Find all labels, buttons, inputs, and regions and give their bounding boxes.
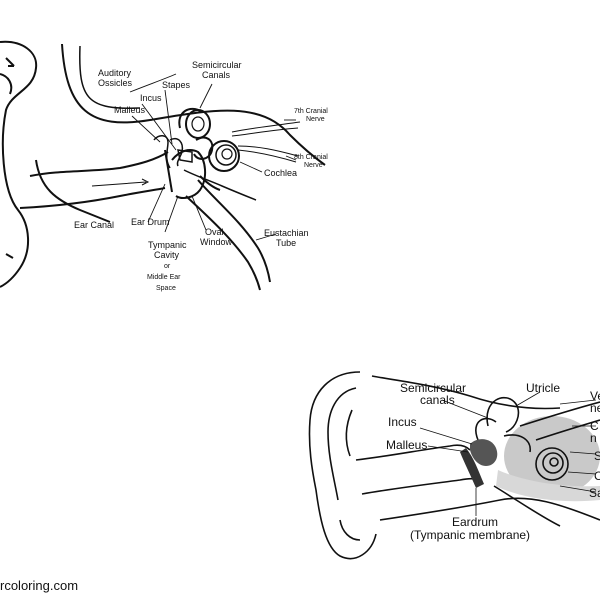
incus-bone <box>169 138 184 167</box>
semicircular-canal-1-inner <box>191 116 205 132</box>
label-incus2: Incus <box>388 415 417 429</box>
pinna2-inner-helix <box>327 387 357 501</box>
skull2-lower <box>379 497 600 521</box>
cochlea2-inner <box>549 457 559 467</box>
label-ear-canal: Ear Canal <box>74 220 114 230</box>
ear-diagram-top <box>0 40 326 291</box>
semicircular-canal-1 <box>185 109 211 139</box>
cranial-nerve-8 <box>237 145 299 157</box>
ear-canal2-upper <box>355 444 471 461</box>
cochlear-nerve2 <box>535 419 600 441</box>
label-eardrum-line1: Eardrum <box>452 515 498 529</box>
leader-lines-top <box>129 73 297 241</box>
inner-ear-chamber <box>183 169 257 201</box>
label-tympanic-cavity-line4: Middle Ear <box>147 274 181 281</box>
label-semicircular-canals2-line1: Semicircular <box>400 381 466 395</box>
pinna-arrow <box>5 57 15 67</box>
label-incus: Incus <box>140 93 162 103</box>
label-7th-cranial-nerve-line2: Nerve <box>306 116 325 123</box>
label-tympanic-cavity-line3: or <box>164 263 171 270</box>
label-auditory-ossicles-line2: Ossicles <box>98 78 133 88</box>
label-cut-nerve-2: n <box>590 431 597 445</box>
label-utricle: Utricle <box>526 381 560 395</box>
label-semicircular-canals-line1: Semicircular <box>192 60 242 70</box>
label-eardrum-line2: (Tympanic membrane) <box>410 528 530 542</box>
stapes-bone <box>177 149 193 163</box>
label-cut-saccule: Sa <box>589 486 600 500</box>
vestibular-nerve2 <box>519 401 600 427</box>
ear-diagram-bottom: Semicircular canals Utricle Incus Malleu… <box>308 371 600 560</box>
label-cut-vestibular: Ve <box>590 389 600 403</box>
label-oval-window-line2: Window <box>200 237 233 247</box>
skull-outline-lower <box>35 159 111 223</box>
label-malleus2: Malleus <box>386 438 427 452</box>
eustachian-tube2 <box>493 485 561 527</box>
semicircular-canal2-b <box>475 417 497 441</box>
ear-canal2-lower <box>361 477 483 495</box>
label-7th-cranial-nerve-line1: 7th Cranial <box>294 108 328 115</box>
label-cut-cochlear: C <box>590 419 599 433</box>
skull-outline-upper <box>61 43 326 166</box>
ear-canal-arrow <box>91 178 150 187</box>
label-eustachian-tube-line2: Tube <box>276 238 296 248</box>
cranial-nerve-8-b <box>237 149 297 163</box>
label-cut-c: C <box>594 469 600 483</box>
label-cut-nerve: ne <box>590 401 600 415</box>
inner-ear-shading <box>504 416 600 496</box>
semicircular-canal2-a <box>486 396 520 433</box>
cochlea-inner <box>221 148 233 160</box>
cochlea2-outer <box>535 447 569 481</box>
label-stapes: Stapes <box>162 80 191 90</box>
cochlea-outer <box>208 140 240 172</box>
cochlea2-mid <box>542 452 564 474</box>
watermark-text: rcoloring.com <box>0 578 79 593</box>
ear-canal-upper-wall <box>29 151 169 177</box>
label-8th-cranial-nerve-line2: Nerve <box>304 162 323 169</box>
eustachian-tube-upper <box>197 179 271 283</box>
label-auditory-ossicles-line1: Auditory <box>98 68 132 78</box>
cochlea-mid <box>215 144 237 166</box>
label-cochlea: Cochlea <box>264 168 297 178</box>
labels-top: Auditory Ossicles Semicircular Canals St… <box>74 60 328 292</box>
label-semicircular-canals-line2: Canals <box>202 70 231 80</box>
eardrum2 <box>460 448 484 488</box>
label-8th-cranial-nerve-line1: 8th Cranial <box>294 154 328 161</box>
label-malleus: Malleus <box>114 105 146 115</box>
ossicles2 <box>470 439 498 466</box>
skull-outline-inner <box>79 45 141 109</box>
label-eustachian-tube-line1: Eustachian <box>264 228 309 238</box>
label-oval-window-line1: Oval <box>205 227 224 237</box>
label-tympanic-cavity-line1: Tympanic <box>148 240 187 250</box>
label-tympanic-cavity-line5: Space <box>156 285 176 292</box>
label-semicircular-canals2-line2: canals <box>420 393 455 407</box>
pinna2-outline <box>308 371 377 560</box>
cranial-nerve-7-b <box>231 127 299 137</box>
vestibule <box>193 136 214 160</box>
pinna-inner-outline <box>0 73 13 95</box>
middle-ear-cavity <box>171 149 206 199</box>
semicircular-canal-2 <box>178 107 203 129</box>
semicircular-canal2-c <box>503 434 531 453</box>
label-tympanic-cavity-line2: Cavity <box>154 250 180 260</box>
eustachian-tube-lower <box>185 195 261 291</box>
skull2-upper <box>371 375 561 410</box>
pinna-outline <box>0 40 38 288</box>
malleus-bone <box>153 135 171 169</box>
cochlear-duct-shading <box>496 470 600 502</box>
pinna2-antihelix <box>345 409 353 457</box>
label-ear-drum: Ear Drum <box>131 217 170 227</box>
ear-canal-lower-wall <box>19 187 166 209</box>
pinna2-lobe <box>339 519 361 541</box>
cranial-nerve-7 <box>231 121 301 133</box>
pinna-arrow-lower <box>5 253 14 259</box>
label-cut-s: S <box>594 449 600 463</box>
